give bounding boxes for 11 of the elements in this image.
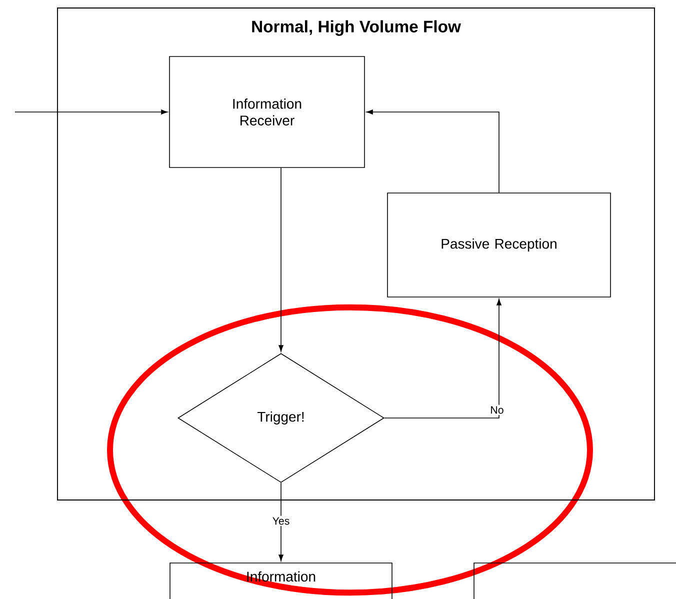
arrow (278, 167, 284, 352)
process-box: Passive Reception (387, 192, 611, 298)
edge-label: No (488, 404, 506, 416)
empty-box (474, 562, 676, 599)
arrow (278, 482, 284, 562)
edge-label: Yes (270, 516, 292, 526)
arrow (14, 110, 168, 114)
process-box: Information (170, 562, 392, 599)
process-box: Information Receiver (169, 56, 365, 168)
arrow (366, 110, 500, 193)
arrow (384, 298, 502, 418)
